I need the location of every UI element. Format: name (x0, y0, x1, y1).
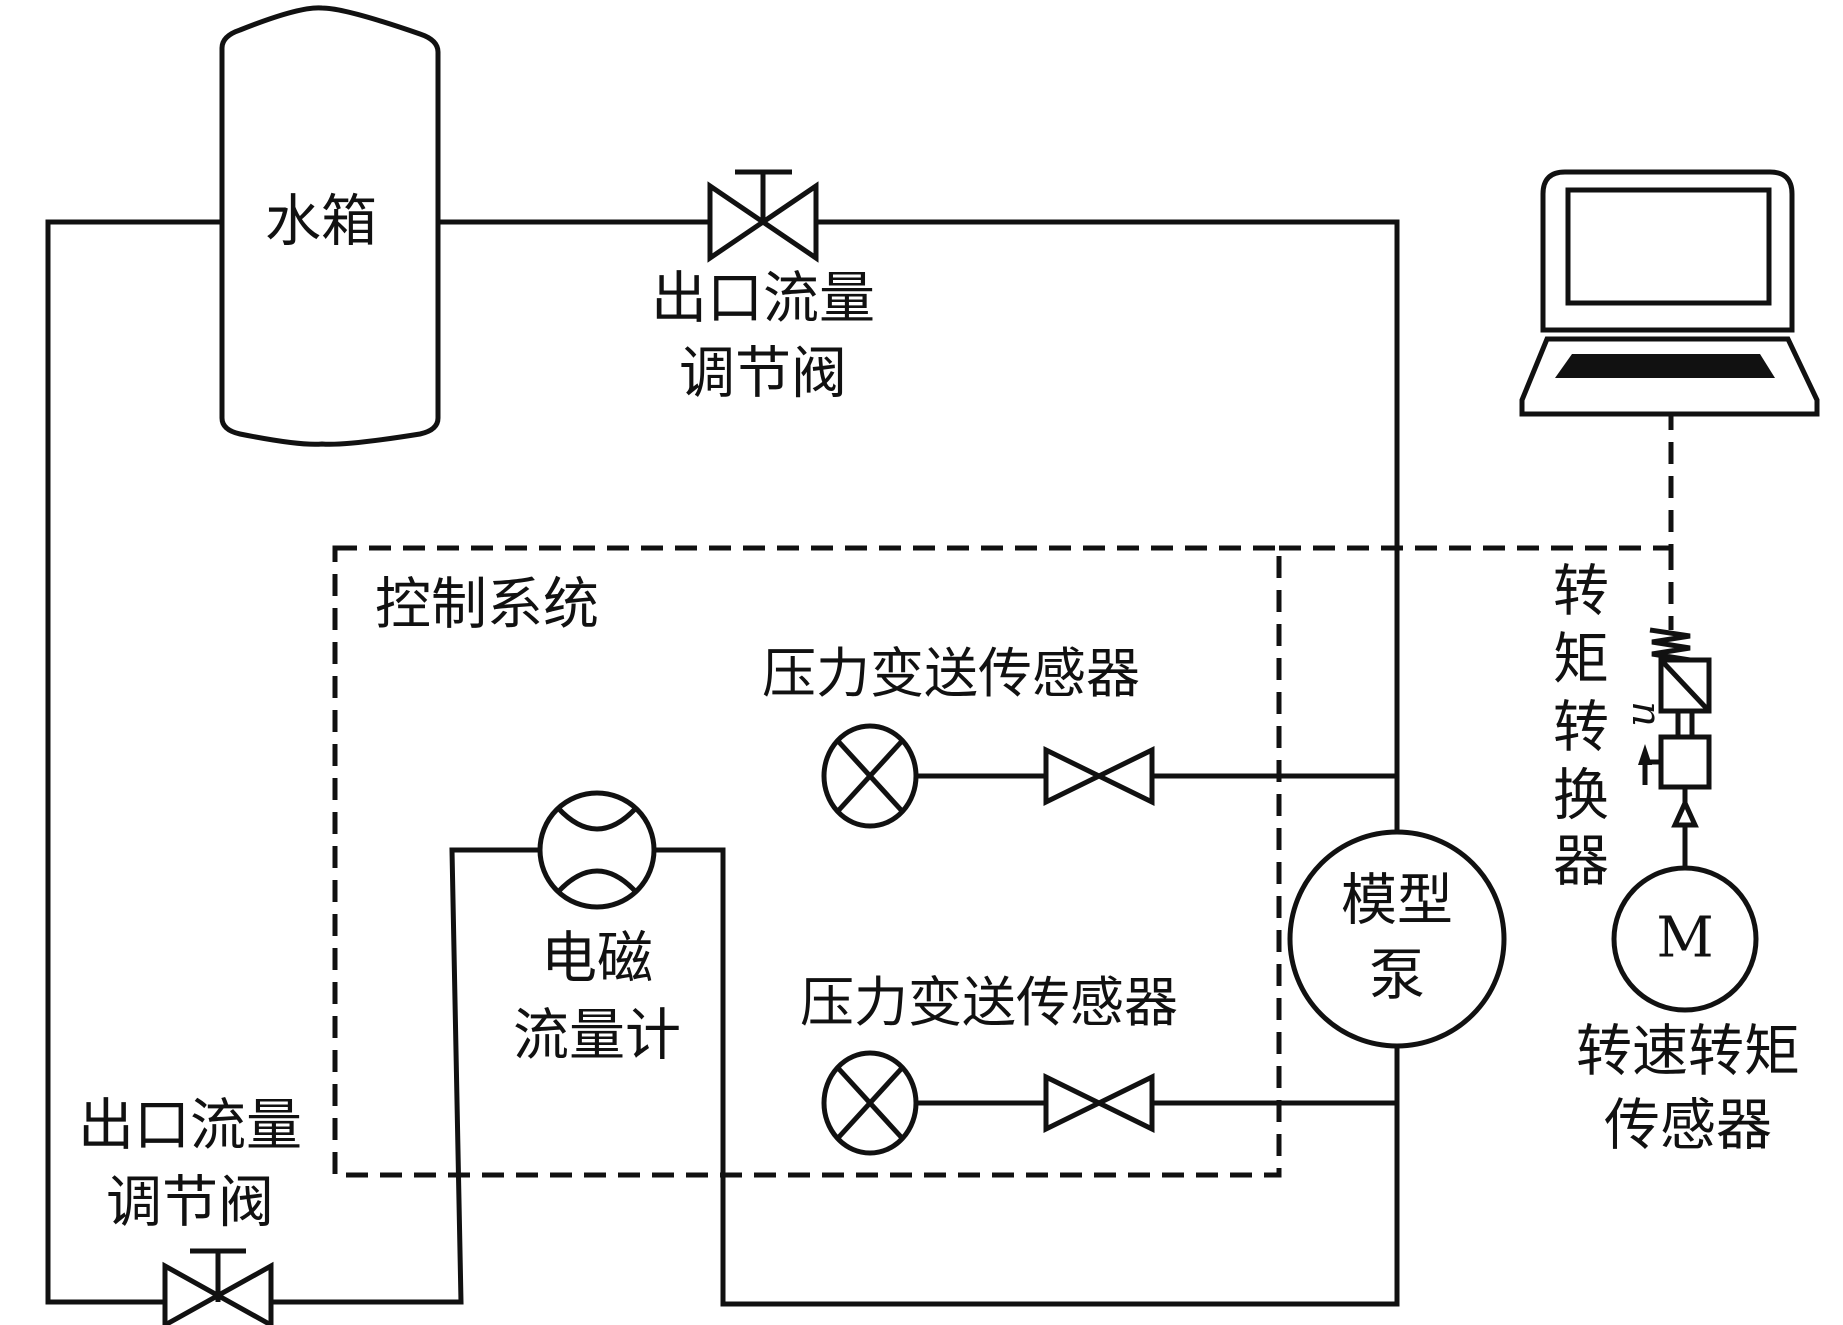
top-pipe-right (813, 219, 1400, 835)
top-flow-valve[interactable]: 出口流量 调节阀 (651, 169, 875, 407)
bottom-valve-label-2: 调节阀 (106, 1171, 274, 1236)
computer (1519, 169, 1820, 417)
pressure-sensor-bottom-label: 压力变送传感器 (800, 971, 1178, 1034)
spring-icon (1649, 627, 1691, 663)
motor: M 转速转矩 传感器 (1576, 865, 1800, 1159)
converter-label-char-2: 矩 (1553, 628, 1609, 693)
left-pipe (45, 219, 225, 1305)
pump-label-2: 泵 (1369, 944, 1425, 1009)
top-valve-label-2: 调节阀 (679, 342, 847, 407)
water-tank-label: 水箱 (265, 190, 377, 255)
converter-label-char-5: 器 (1553, 830, 1609, 895)
torque-converter: 转 矩 转 换 器 n (1553, 560, 1712, 895)
bottom-flow-valve[interactable]: 出口流量 调节阀 (78, 1094, 302, 1325)
model-pump: 模型 泵 (1287, 829, 1507, 1049)
speed-torque-sensor-label-1: 转速转矩 (1576, 1020, 1800, 1085)
signal-line-computer (1279, 416, 1674, 551)
pump-label-1: 模型 (1341, 869, 1453, 934)
control-system-box: 控制系统 (332, 545, 1282, 1178)
pump-icon (1287, 829, 1507, 1049)
electromagnetic-flowmeter: 电磁 流量计 (513, 790, 681, 1069)
pipe-network (45, 219, 1400, 1307)
motor-label: M (1656, 906, 1713, 971)
valve-icon (1043, 745, 1155, 807)
water-tank: 水箱 (219, 5, 441, 447)
pressure-sensor-bottom: 压力变送传感器 (800, 971, 1178, 1156)
flowmeter-icon (537, 790, 657, 910)
pressure-sensor-top-label: 压力变送传感器 (762, 642, 1140, 705)
control-system-label: 控制系统 (375, 573, 599, 638)
arrow-up-icon (1638, 744, 1652, 765)
speed-torque-sensor-label-2: 传感器 (1604, 1094, 1772, 1159)
valve-icon (1043, 1072, 1155, 1134)
converter-label-char-4: 换 (1553, 764, 1609, 829)
arrow-up-icon (1671, 796, 1699, 828)
converter-label-char-1: 转 (1553, 560, 1609, 625)
laptop-icon (1519, 169, 1820, 417)
flowmeter-label-1: 电磁 (541, 927, 653, 992)
pressure-sensor-top: 压力变送传感器 (762, 642, 1155, 829)
flowmeter-label-2: 流量计 (513, 1004, 681, 1069)
top-valve-label-1: 出口流量 (651, 267, 875, 332)
bottom-left-pipe (268, 847, 543, 1305)
converter-label-char-3: 转 (1553, 696, 1609, 761)
bottom-valve-label-1: 出口流量 (78, 1094, 302, 1159)
speed-symbol: n (1623, 701, 1669, 727)
motor-icon (1611, 865, 1759, 1013)
bottom-right-pipe (651, 847, 1400, 1307)
